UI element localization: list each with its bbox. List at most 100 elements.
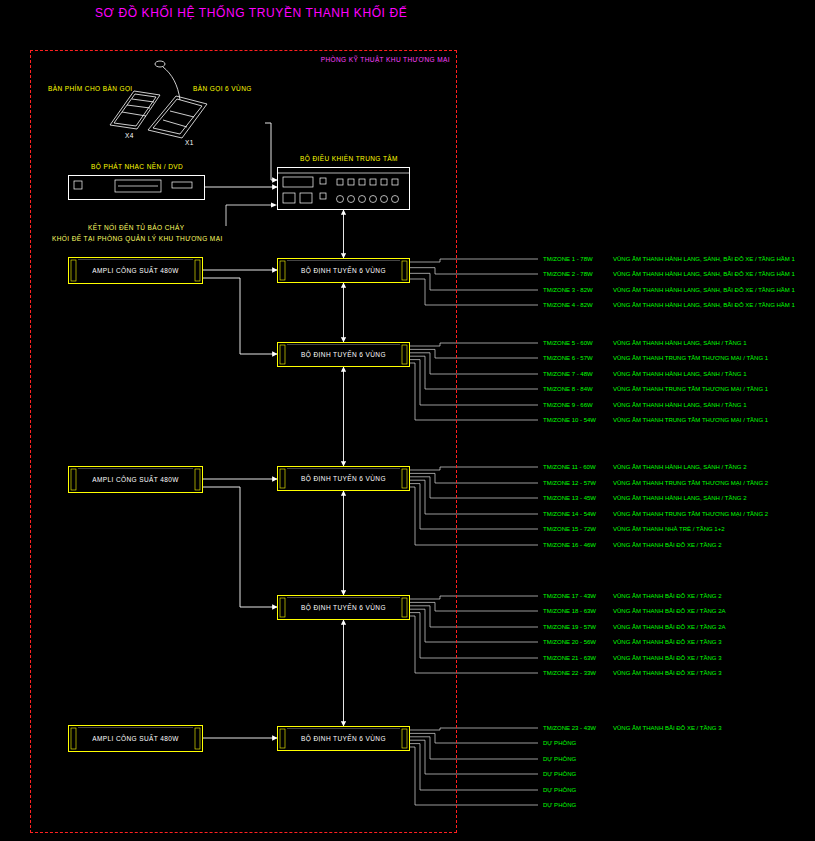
zone-router-box: BỘ ĐỊNH TUYẾN 6 VÙNG	[277, 726, 410, 751]
zone-leaders	[410, 259, 538, 805]
dvd-button	[74, 181, 82, 189]
zone-leader-line	[410, 360, 538, 405]
router-panel	[280, 729, 285, 748]
connector	[343, 491, 344, 595]
gooseneck	[163, 67, 180, 100]
connector	[203, 487, 277, 607]
keypad-key-row	[132, 99, 154, 102]
amp-handle	[71, 728, 76, 749]
zone-label: DỰ PHÒNG	[543, 770, 576, 778]
zone-label: VÙNG ÂM THANH BÃI ĐỖ XE / TẦNG 2	[613, 541, 721, 549]
node-label: BỘ PHÁT NHẠC NỀN / DVD	[91, 163, 183, 171]
connector	[343, 367, 344, 466]
dvd-tray	[115, 180, 161, 192]
zone-label: VÙNG ÂM THANH HÀNH LANG, SẢNH / TẦNG 1	[613, 370, 746, 378]
keypad-unit: BÀN PHÍM CHO BÀN GỌIX4	[45, 82, 163, 144]
call-station-drawing	[148, 61, 207, 138]
zone-label: TM/ZONE 17 - 43W	[543, 592, 596, 600]
zone-label: TM/ZONE 8 - 84W	[543, 385, 593, 393]
zone-label: TM/ZONE 18 - 63W	[543, 607, 596, 615]
controller-key	[359, 179, 365, 185]
zone-label: VÙNG ÂM THANH HÀNH LANG, SẢNH, BÃI ĐỖ XE…	[613, 301, 795, 309]
router-panel	[402, 345, 407, 364]
zone-label: VÙNG ÂM THANH TRUNG TÂM THƯƠNG MẠI / TẦN…	[613, 479, 768, 487]
keypad-drawing	[110, 91, 160, 129]
panel-line	[287, 597, 400, 598]
zone-label: TM/ZONE 1 - 78W	[543, 255, 593, 263]
zone-label: VÙNG ÂM THANH BÃI ĐỖ XE / TẦNG 2	[613, 592, 721, 600]
connector	[343, 620, 344, 726]
zone-leader-line	[410, 259, 538, 262]
zone-label: TM/ZONE 20 - 56W	[543, 638, 596, 646]
zone-label: DỰ PHÒNG	[543, 801, 576, 809]
zone-leader-line	[410, 356, 538, 389]
controller-key	[337, 179, 343, 185]
node-label: BÀN GỌI 6 VÙNG	[193, 85, 252, 93]
panel-line	[287, 468, 400, 469]
zone-label: VÙNG ÂM THANH BÃI ĐỖ XE / TẦNG 3	[613, 724, 721, 732]
amplifier-box: AMPLI CÔNG SUẤT 480W	[68, 466, 203, 493]
controller-key	[381, 179, 387, 185]
controller-knob	[370, 196, 377, 203]
dvd-details	[74, 180, 192, 192]
connector	[343, 210, 344, 258]
zone-leader-line	[410, 473, 538, 483]
amp-handle	[71, 469, 76, 490]
controller-key	[392, 179, 398, 185]
station-key-row	[170, 111, 194, 117]
node-label: BỘ ĐỊNH TUYẾN 6 VÙNG	[301, 735, 386, 743]
zone-label: VÙNG ÂM THANH TRUNG TÂM THƯƠNG MẠI / TẦN…	[613, 416, 768, 424]
node-label: BỘ ĐỊNH TUYẾN 6 VÙNG	[301, 604, 386, 612]
zone-leader-line	[410, 744, 538, 790]
zone-leader-line	[410, 363, 538, 420]
node-label: AMPLI CÔNG SUẤT 480W	[92, 476, 179, 484]
keypad-key-row	[127, 105, 150, 108]
zone-leader-line	[410, 728, 538, 730]
router-panel	[280, 261, 285, 280]
connector	[265, 123, 277, 180]
quantity-label: X1	[185, 139, 194, 147]
dvd-display	[172, 182, 192, 188]
panel-line	[287, 728, 400, 729]
controller-strip	[278, 173, 409, 174]
zone-label: TM/ZONE 9 - 66W	[543, 401, 593, 409]
panel-line	[78, 468, 193, 469]
zone-label: VÙNG ÂM THANH HÀNH LANG, SẢNH, BÃI ĐỖ XE…	[613, 255, 795, 263]
zone-leader-line	[410, 484, 538, 529]
zone-label: VÙNG ÂM THANH BÃI ĐỖ XE / TẦNG 2A	[613, 623, 725, 631]
fire-alarm-wire	[226, 203, 277, 227]
connector	[203, 278, 277, 354]
zone-label: VÙNG ÂM THANH HÀNH LANG, SẢNH / TẦNG 1	[613, 401, 746, 409]
dvd-player-box: BỘ PHÁT NHẠC NỀN / DVD	[68, 175, 205, 200]
connector	[203, 738, 277, 739]
node-label: PHÒNG KỸ THUẬT KHU THƯƠNG MẠI	[321, 56, 450, 64]
zone-label: TM/ZONE 15 - 72W	[543, 525, 596, 533]
zone-leader-line	[410, 737, 538, 759]
panel-line	[287, 344, 400, 345]
zone-label: DỰ PHÒNG	[543, 786, 576, 794]
connector	[203, 270, 277, 271]
router-panel	[402, 261, 407, 280]
zone-label: TM/ZONE 2 - 78W	[543, 270, 593, 278]
amplifier-box: AMPLI CÔNG SUẤT 480W	[68, 725, 203, 752]
zone-label: TM/ZONE 22 - 33W	[543, 669, 596, 677]
amp-handle	[195, 728, 200, 749]
zone-leader-line	[410, 602, 538, 611]
zone-label: TM/ZONE 23 - 43W	[543, 724, 596, 732]
microphone-head	[155, 61, 165, 67]
zone-label: TM/ZONE 12 - 57W	[543, 479, 596, 487]
node-label: BỘ ĐỊNH TUYẾN 6 VÙNG	[301, 351, 386, 359]
quantity-label: X4	[125, 132, 134, 140]
node-label: BỘ ĐỊNH TUYẾN 6 VÙNG	[301, 475, 386, 483]
connector	[205, 187, 277, 188]
zone-label: TM/ZONE 7 - 48W	[543, 370, 593, 378]
node-label: AMPLI CÔNG SUẤT 480W	[92, 267, 179, 275]
controller-key	[320, 178, 326, 184]
room-boundary: BÀN PHÍM CHO BÀN GỌIX4 BÀN GỌI 6 VÙNG X1BỘ…	[30, 50, 457, 833]
keypad-face	[114, 94, 156, 126]
controller-button	[283, 193, 295, 203]
amp-handle	[195, 469, 200, 490]
diagram-title: SƠ ĐỒ KHỐI HỆ THỐNG TRUYỀN THANH KHỐI ĐẾ	[95, 6, 407, 20]
zone-leader-line	[410, 613, 538, 658]
